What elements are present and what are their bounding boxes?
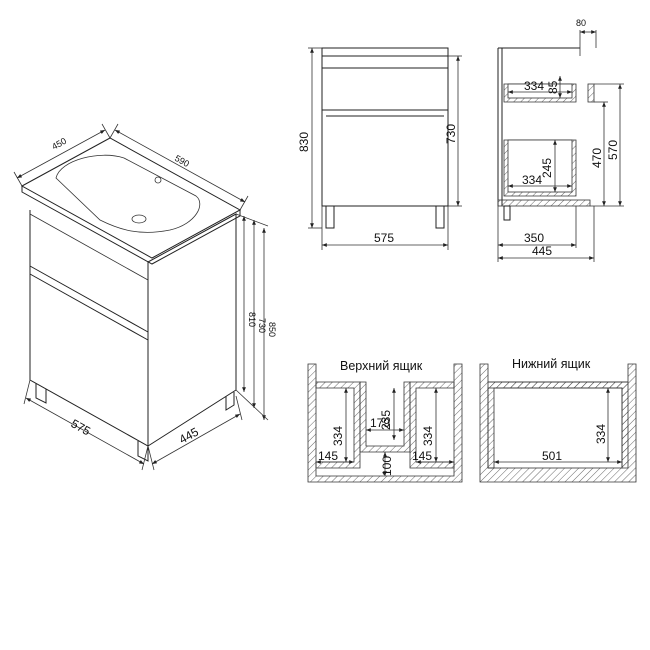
dim-front-height-body: 730 (444, 124, 458, 144)
side-view: 80 334 85 334 245 470 570 350 445 (497, 18, 624, 262)
dim-side-upper-inner-height: 85 (546, 80, 560, 94)
leg-back-right (225, 392, 235, 411)
dim-front-width: 575 (374, 231, 394, 245)
dim-side-lower-inner-height: 245 (540, 158, 554, 178)
lower-drawer-inner-wall (487, 381, 629, 469)
drawer-divider-top (29, 265, 149, 333)
upper-drawer-title: Верхний ящик (340, 359, 423, 373)
dim-side-top-offset: 80 (576, 18, 586, 28)
dim-side-h-570: 570 (606, 140, 620, 160)
upper-drawer-siphon-cutout (359, 381, 411, 453)
dim-iso-h-730: 730 (257, 318, 267, 333)
dim-side-inner-depth: 350 (524, 231, 544, 245)
faucet-hole (154, 176, 162, 184)
cabinet-front (29, 210, 149, 447)
front-sink-top (321, 47, 449, 57)
dim-iso-h-850: 850 (267, 322, 277, 337)
front-leg-left (325, 205, 335, 229)
drawer-divider-bottom (29, 273, 149, 341)
dim-upper-right-width: 145 (412, 449, 432, 463)
cabinet-side (147, 213, 237, 447)
dim-iso-h-810: 810 (247, 312, 257, 327)
dim-upper-center-width: 179 (370, 416, 390, 430)
isometric-view: 450 590 810 730 850 575 445 (13, 123, 277, 471)
drain-hole (131, 214, 147, 224)
dim-front-height-total: 830 (297, 132, 311, 152)
side-back-rail (587, 83, 595, 103)
dim-iso-width-top: 590 (173, 153, 191, 169)
front-cabinet-body (321, 55, 449, 207)
front-view: 830 730 575 (297, 47, 462, 250)
front-leg-right (435, 205, 445, 229)
side-base-plate (497, 199, 591, 207)
dim-side-lower-inner-width: 334 (522, 173, 542, 187)
dim-upper-notch-height: 100 (380, 456, 394, 476)
dim-iso-depth: 450 (50, 136, 68, 152)
dim-upper-left-height: 334 (331, 426, 345, 446)
dim-upper-center-height: 235 (379, 410, 393, 430)
dim-iso-depth-base: 445 (177, 425, 202, 447)
dim-side-h-470: 470 (590, 148, 604, 168)
dim-side-upper-inner-width: 334 (524, 79, 544, 93)
upper-drawer-outer-wall (307, 363, 463, 483)
lower-drawer-title: Нижний ящик (512, 357, 591, 371)
dim-upper-left-width: 145 (318, 449, 338, 463)
upper-drawer-top-edge (29, 213, 149, 281)
dim-lower-width: 501 (542, 449, 562, 463)
basin-outline (55, 154, 201, 233)
dim-upper-right-height: 334 (421, 426, 435, 446)
sink-top-edge (21, 186, 241, 265)
lower-drawer-plan: Нижний ящик 501 334 (479, 357, 637, 483)
lower-drawer-inner (487, 387, 623, 469)
upper-drawer-plan: Верхний ящик 334 145 235 179 100 334 145 (307, 359, 463, 483)
sink-top-outline (20, 137, 242, 259)
dim-lower-height: 334 (594, 424, 608, 444)
dim-side-depth: 445 (532, 244, 552, 258)
dim-iso-width-base: 575 (69, 416, 94, 438)
